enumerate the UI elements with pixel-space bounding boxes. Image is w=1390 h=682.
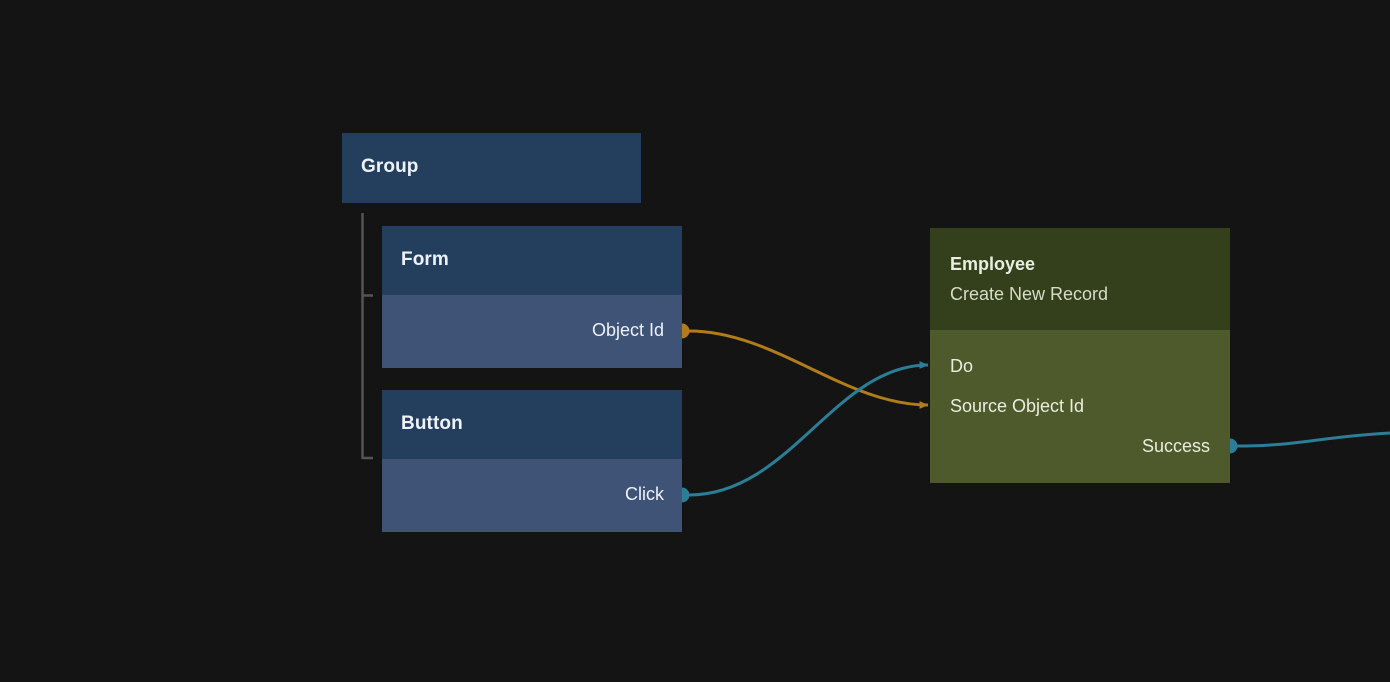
node-button-header: Button bbox=[382, 390, 682, 459]
port-label-do[interactable]: Do bbox=[950, 356, 974, 376]
node-form-header: Form bbox=[382, 226, 682, 295]
edge-success-outgoing bbox=[1236, 431, 1390, 448]
node-employee-create-new-record[interactable]: Employee Create New Record Do Source Obj… bbox=[930, 228, 1230, 483]
node-group-title: Group bbox=[361, 156, 419, 177]
node-employee-header: Employee Create New Record bbox=[930, 228, 1230, 330]
group-tree-connector bbox=[361, 213, 373, 460]
node-button-body: Click bbox=[382, 459, 682, 532]
node-group[interactable]: Group bbox=[342, 133, 641, 203]
edge-object-id-to-source-object-id bbox=[688, 329, 929, 409]
node-employee-body: Do Source Object Id Success bbox=[930, 330, 1230, 483]
node-employee-action-name: Create New Record bbox=[950, 284, 1109, 304]
port-label-object-id[interactable]: Object Id bbox=[591, 320, 664, 340]
node-form-body: Object Id bbox=[382, 295, 682, 368]
node-button[interactable]: Button Click bbox=[382, 390, 682, 532]
port-label-click[interactable]: Click bbox=[625, 484, 664, 504]
port-label-source-object-id[interactable]: Source Object Id bbox=[950, 396, 1085, 416]
node-form-title: Form bbox=[401, 249, 449, 270]
edge-click-to-do bbox=[688, 361, 929, 497]
node-employee-object-name: Employee bbox=[950, 254, 1036, 274]
node-button-title: Button bbox=[401, 413, 463, 434]
port-label-success[interactable]: Success bbox=[1141, 436, 1210, 456]
node-form[interactable]: Form Object Id bbox=[382, 226, 682, 368]
